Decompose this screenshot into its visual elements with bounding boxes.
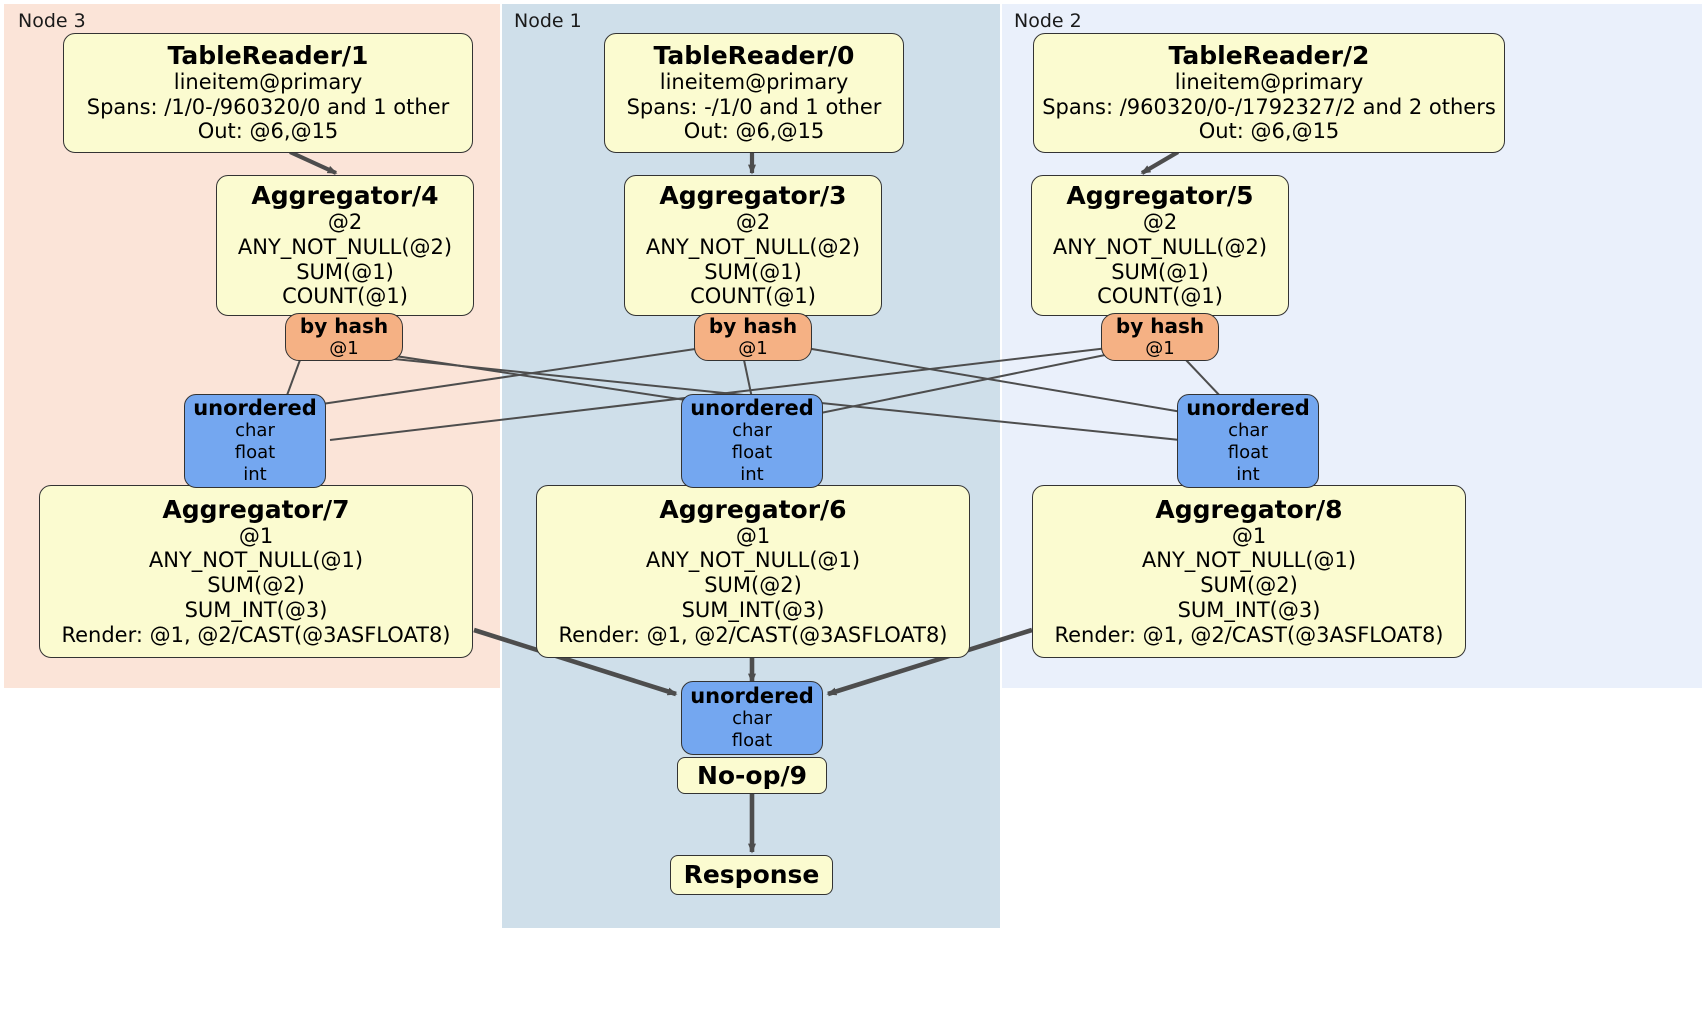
node-detail-line: @1 — [735, 523, 771, 548]
node-title: Aggregator/6 — [659, 494, 847, 524]
router-detail-line: @1 — [738, 337, 768, 359]
synthesizer-unordered-right[interactable]: unordered char float int — [1177, 394, 1319, 488]
node-title: Aggregator/4 — [251, 180, 439, 210]
node-detail-line: ANY_NOT_NULL(@1) — [148, 548, 364, 573]
node-detail-line: Spans: /1/0-/960320/0 and 1 other — [86, 94, 450, 119]
node-table-reader-1[interactable]: TableReader/1 lineitem@primary Spans: /1… — [63, 33, 473, 153]
node-detail-line: SUM_INT(@3) — [1177, 597, 1321, 622]
node-aggregator-5[interactable]: Aggregator/5 @2 ANY_NOT_NULL(@2) SUM(@1)… — [1031, 175, 1289, 316]
synthesizer-unordered-center[interactable]: unordered char float int — [681, 394, 823, 488]
node-table-reader-2[interactable]: TableReader/2 lineitem@primary Spans: /9… — [1033, 33, 1505, 153]
synthesizer-type-line: int — [740, 463, 764, 485]
cluster-node-2-label: Node 2 — [1014, 10, 1082, 32]
synthesizer-type-line: float — [731, 441, 773, 463]
node-detail-line: SUM_INT(@3) — [681, 597, 825, 622]
node-detail-line: @2 — [327, 209, 363, 234]
node-detail-line: @2 — [735, 209, 771, 234]
router-by-hash-5[interactable]: by hash @1 — [1101, 313, 1219, 361]
synthesizer-type-line: int — [1236, 463, 1260, 485]
node-detail-line: @1 — [238, 523, 274, 548]
node-title: Aggregator/3 — [659, 180, 847, 210]
synthesizer-type-line: char — [1228, 420, 1268, 442]
node-response[interactable]: Response — [670, 855, 833, 895]
synthesizer-unordered-final[interactable]: unordered char float — [681, 681, 823, 755]
synthesizer-type-line: float — [731, 729, 773, 751]
node-detail-line: Spans: -/1/0 and 1 other — [626, 94, 882, 119]
node-detail-line: COUNT(@1) — [282, 284, 408, 309]
node-detail-line: ANY_NOT_NULL(@2) — [645, 234, 861, 259]
node-detail-line: COUNT(@1) — [1097, 284, 1223, 309]
synthesizer-type-line: char — [732, 420, 772, 442]
router-detail-line: @1 — [329, 337, 359, 359]
node-detail-line: SUM(@1) — [704, 259, 802, 284]
node-detail-line: ANY_NOT_NULL(@1) — [1141, 548, 1357, 573]
node-title: No-op/9 — [696, 760, 808, 790]
node-title: Aggregator/7 — [162, 494, 350, 524]
node-aggregator-4[interactable]: Aggregator/4 @2 ANY_NOT_NULL(@2) SUM(@1)… — [216, 175, 474, 316]
node-detail-line: ANY_NOT_NULL(@1) — [645, 548, 861, 573]
synthesizer-type-line: int — [243, 463, 267, 485]
node-detail-line: lineitem@primary — [1174, 69, 1364, 94]
synthesizer-title: unordered — [1186, 395, 1310, 420]
node-detail-line: SUM(@1) — [1111, 259, 1209, 284]
node-title: TableReader/2 — [1168, 40, 1370, 70]
node-detail-line: ANY_NOT_NULL(@2) — [1052, 234, 1268, 259]
node-title: TableReader/1 — [167, 40, 369, 70]
node-title: Response — [683, 860, 820, 889]
synthesizer-type-line: float — [1227, 441, 1269, 463]
node-detail-line: lineitem@primary — [173, 69, 363, 94]
node-detail-line: @1 — [1231, 523, 1267, 548]
node-detail-line: SUM(@2) — [1200, 573, 1298, 598]
node-aggregator-6[interactable]: Aggregator/6 @1 ANY_NOT_NULL(@1) SUM(@2)… — [536, 485, 970, 658]
synthesizer-type-line: float — [234, 441, 276, 463]
synthesizer-title: unordered — [690, 395, 814, 420]
node-detail-line: Out: @6,@15 — [1198, 119, 1340, 144]
node-detail-line: ANY_NOT_NULL(@2) — [237, 234, 453, 259]
node-detail-line: Out: @6,@15 — [197, 119, 339, 144]
node-render-line: Render: @1, @2/CAST(@3ASFLOAT8) — [61, 622, 451, 647]
node-title: Aggregator/8 — [1155, 494, 1343, 524]
node-detail-line: lineitem@primary — [659, 69, 849, 94]
node-title: TableReader/0 — [653, 40, 855, 70]
node-aggregator-7[interactable]: Aggregator/7 @1 ANY_NOT_NULL(@1) SUM(@2)… — [39, 485, 473, 658]
node-table-reader-0[interactable]: TableReader/0 lineitem@primary Spans: -/… — [604, 33, 904, 153]
node-detail-line: SUM_INT(@3) — [184, 597, 328, 622]
router-detail-line: @1 — [1145, 337, 1175, 359]
synthesizer-type-line: char — [732, 708, 772, 730]
cluster-node-1-label: Node 1 — [514, 10, 582, 32]
node-detail-line: Out: @6,@15 — [683, 119, 825, 144]
node-aggregator-8[interactable]: Aggregator/8 @1 ANY_NOT_NULL(@1) SUM(@2)… — [1032, 485, 1466, 658]
synthesizer-unordered-left[interactable]: unordered char float int — [184, 394, 326, 488]
node-detail-line: COUNT(@1) — [690, 284, 816, 309]
router-title: by hash — [708, 314, 798, 339]
node-detail-line: SUM(@2) — [207, 573, 305, 598]
node-title: Aggregator/5 — [1066, 180, 1254, 210]
node-detail-line: SUM(@2) — [704, 573, 802, 598]
node-render-line: Render: @1, @2/CAST(@3ASFLOAT8) — [558, 622, 948, 647]
node-detail-line: @2 — [1142, 209, 1178, 234]
node-detail-line: Spans: /960320/0-/1792327/2 and 2 others — [1042, 94, 1496, 119]
router-by-hash-4[interactable]: by hash @1 — [285, 313, 403, 361]
node-aggregator-3[interactable]: Aggregator/3 @2 ANY_NOT_NULL(@2) SUM(@1)… — [624, 175, 882, 316]
cluster-node-3-label: Node 3 — [18, 10, 86, 32]
synthesizer-title: unordered — [690, 683, 814, 708]
router-by-hash-3[interactable]: by hash @1 — [694, 313, 812, 361]
synthesizer-title: unordered — [193, 395, 317, 420]
node-detail-line: SUM(@1) — [296, 259, 394, 284]
synthesizer-type-line: char — [235, 420, 275, 442]
router-title: by hash — [299, 314, 389, 339]
router-title: by hash — [1115, 314, 1205, 339]
node-no-op-9[interactable]: No-op/9 — [677, 757, 827, 794]
node-render-line: Render: @1, @2/CAST(@3ASFLOAT8) — [1054, 622, 1444, 647]
